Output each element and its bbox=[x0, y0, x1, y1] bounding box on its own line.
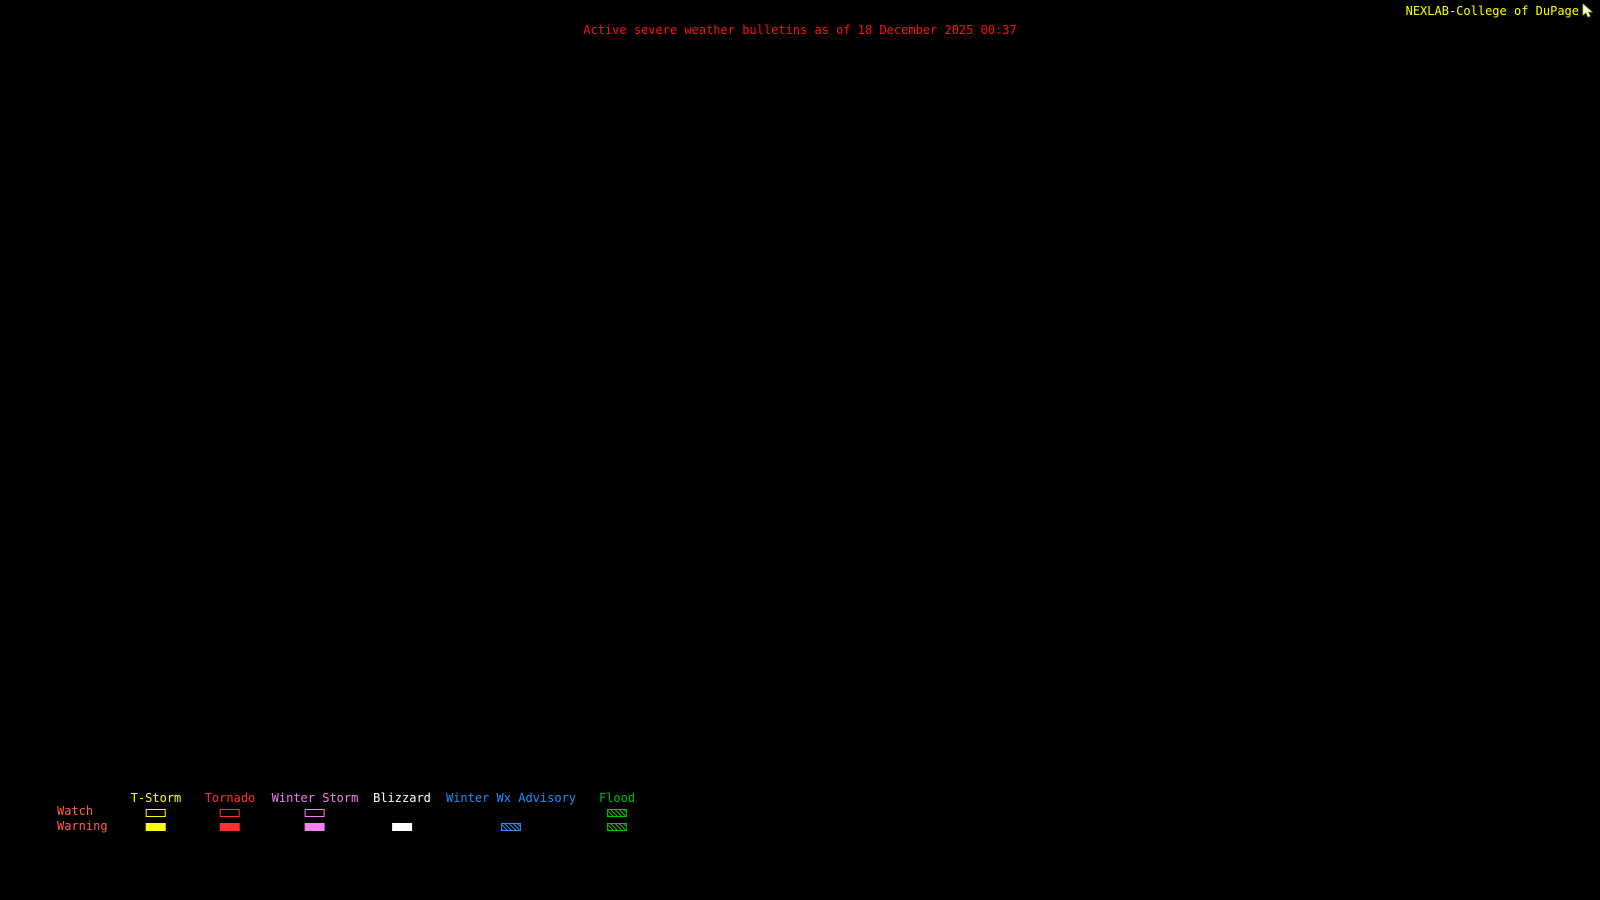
legend-item-label: T-Storm bbox=[130, 791, 182, 805]
brand-title: NEXLAB-College of DuPage bbox=[1405, 4, 1579, 18]
legend-item-label: Tornado bbox=[204, 791, 256, 805]
map-area bbox=[0, 45, 1600, 780]
legend-item-label: Blizzard bbox=[373, 791, 431, 805]
warning-swatch bbox=[219, 823, 240, 831]
page-title: Active severe weather bulletins as of 18… bbox=[583, 23, 1017, 37]
watch-swatch bbox=[607, 809, 627, 817]
warning-row-label: Warning bbox=[57, 819, 108, 833]
legend-item-blizzard: Blizzard bbox=[373, 792, 431, 837]
watch-swatch bbox=[145, 809, 166, 817]
legend-item-winter-wx-advisory: Winter Wx Advisory bbox=[446, 792, 576, 837]
legend-item-label: Flood bbox=[598, 791, 636, 805]
legend: Watch Warning T-Storm Tornado Winter Sto… bbox=[0, 792, 1600, 842]
legend-item-tornado: Tornado bbox=[204, 791, 256, 837]
watch-swatch bbox=[304, 809, 325, 817]
brand: NEXLAB-College of DuPage bbox=[1405, 3, 1594, 18]
warning-swatch bbox=[304, 823, 325, 831]
warning-swatch bbox=[607, 823, 627, 831]
warning-swatch bbox=[500, 823, 521, 831]
legend-item-flood: Flood bbox=[599, 792, 635, 837]
legend-item-label: Winter Storm bbox=[271, 791, 359, 805]
watch-row-label: Watch bbox=[57, 804, 94, 818]
warning-swatch bbox=[391, 823, 412, 831]
legend-item-winter-storm: Winter Storm bbox=[271, 791, 359, 837]
watch-swatch bbox=[219, 809, 240, 817]
legend-item-t-storm: T-Storm bbox=[130, 791, 182, 837]
legend-item-label: Winter Wx Advisory bbox=[445, 791, 577, 805]
mouse-cursor-icon bbox=[1582, 3, 1594, 18]
warning-swatch bbox=[145, 823, 166, 831]
